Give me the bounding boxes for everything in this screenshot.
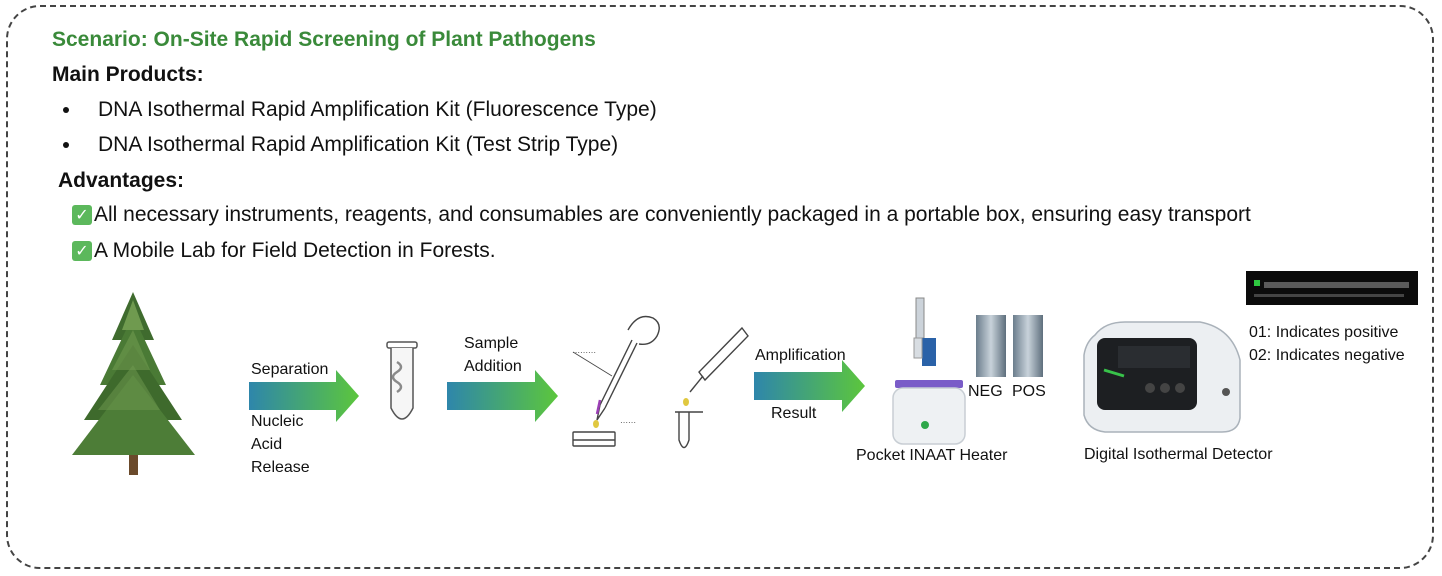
- product-item-1: DNA Isothermal Rapid Amplification Kit (…: [98, 98, 657, 121]
- sample-tube-icon: [386, 341, 418, 420]
- neg-tube-image: [976, 315, 1006, 377]
- detector-display-icon: [1246, 271, 1418, 305]
- arrow-separation: [249, 370, 359, 422]
- label-release: Release: [251, 459, 310, 476]
- advantages-heading: Advantages:: [58, 169, 185, 192]
- check-icon: ✓: [72, 241, 92, 261]
- advantage-text-1: All necessary instruments, reagents, and…: [94, 203, 1251, 226]
- arrow-amplification: [754, 360, 865, 412]
- pipette-icon: [572, 315, 660, 447]
- legend-negative: 02: Indicates negative: [1249, 347, 1405, 364]
- dashed-frame: [6, 5, 1434, 569]
- advantage-item-1: ✓ All necessary instruments, reagents, a…: [72, 203, 1251, 227]
- scenario-title: Scenario: On-Site Rapid Screening of Pla…: [52, 28, 596, 51]
- label-separation: Separation: [251, 361, 329, 378]
- arrow-sample-addition: [447, 370, 558, 422]
- pos-tube-image: [1013, 315, 1043, 377]
- cn-label-2: ⋯⋯: [620, 418, 636, 427]
- label-detector: Digital Isothermal Detector: [1084, 446, 1273, 463]
- detector-device-icon: [1083, 321, 1241, 433]
- label-addition: Addition: [464, 358, 522, 375]
- label-pos: POS: [1012, 383, 1046, 400]
- label-nucleic-acid-release: Nucleic Acid Release: [251, 410, 310, 479]
- check-icon: ✓: [72, 205, 92, 225]
- label-result: Result: [771, 405, 817, 422]
- product-item-2: DNA Isothermal Rapid Amplification Kit (…: [98, 133, 619, 156]
- advantage-item-2: ✓ A Mobile Lab for Field Detection in Fo…: [72, 239, 496, 263]
- heater-device-icon: [892, 297, 966, 445]
- label-sample: Sample: [464, 335, 519, 352]
- cn-label-1: ⋯⋯⋯: [572, 348, 596, 357]
- label-acid: Acid: [251, 436, 283, 453]
- advantage-text-2: A Mobile Lab for Field Detection in Fore…: [94, 239, 496, 262]
- legend-positive: 01: Indicates positive: [1249, 324, 1399, 341]
- label-heater: Pocket INAAT Heater: [856, 447, 1008, 464]
- label-amplification: Amplification: [755, 347, 846, 364]
- dropper-icon: [675, 326, 749, 449]
- label-nucleic: Nucleic: [251, 413, 304, 430]
- label-neg: NEG: [968, 383, 1003, 400]
- bullet-dot: [63, 107, 69, 113]
- pine-tree-icon: [72, 292, 195, 475]
- main-products-heading: Main Products:: [52, 63, 204, 86]
- bullet-dot: [63, 142, 69, 148]
- label-sample-addition: Sample Addition: [464, 332, 522, 378]
